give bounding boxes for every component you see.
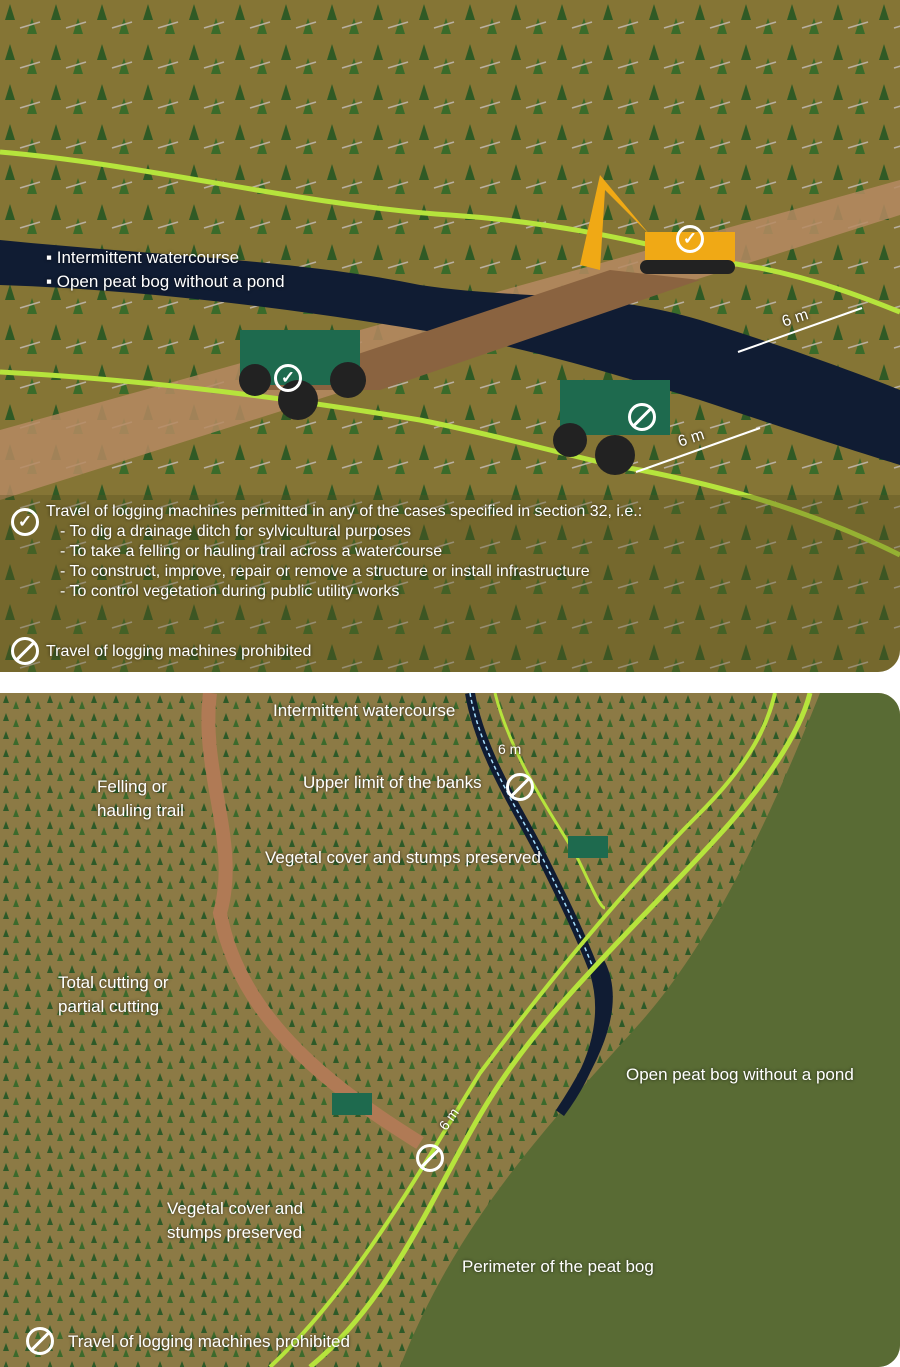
buffer-line (268, 693, 777, 1367)
permitted-case: - To take a felling or hauling trail acr… (60, 543, 443, 560)
label-cutting: partial cutting (58, 997, 160, 1016)
label-vegetal-cover: Vegetal cover and stumps preserved (265, 848, 541, 867)
forwarder (332, 836, 608, 1115)
watercourse (0, 240, 900, 465)
log-bridge (250, 270, 700, 390)
permitted-check-icon: ✓ (11, 508, 39, 536)
top-illustration-panel: ✓ ✓ ▪ Intermittent watercourse ▪ Open pe… (0, 0, 900, 672)
buffer-line-bottom (0, 369, 900, 558)
peat-bog (400, 693, 900, 1367)
label-vegetal-cover: Vegetal cover and (167, 1199, 304, 1218)
legend-item: ▪ Intermittent watercourse (46, 248, 240, 267)
measure-label: 6 m (498, 741, 522, 757)
label-banks: Upper limit of the banks (303, 773, 482, 792)
prohibited-icon (11, 637, 39, 665)
prohibited-icon (628, 403, 656, 431)
peat-bog-perimeter (308, 693, 813, 1367)
prohibited-legend: Travel of logging machines prohibited (68, 1332, 350, 1351)
legend-item: ▪ Open peat bog without a pond (46, 272, 285, 291)
bottom-map-panel: Intermittent watercourse 6 m Upper limit… (0, 693, 900, 1367)
permitted-case: - To construct, improve, repair or remov… (60, 563, 590, 580)
label-perimeter: Perimeter of the peat bog (462, 1257, 654, 1276)
permitted-check-icon: ✓ (274, 364, 302, 392)
watercourse-scene (0, 0, 900, 672)
label-watercourse: Intermittent watercourse (273, 701, 456, 720)
permitted-case: - To dig a drainage ditch for sylvicultu… (60, 523, 411, 540)
label-trail: Felling or (97, 777, 167, 796)
label-peat-bog: Open peat bog without a pond (626, 1065, 854, 1084)
prohibited-icon (26, 1327, 54, 1355)
prohibited-icon (506, 773, 534, 801)
measure-arrows (635, 307, 863, 473)
permitted-check-icon: ✓ (676, 225, 704, 253)
buffer-line-top (0, 149, 900, 315)
permitted-case: - To control vegetation during public ut… (60, 583, 400, 600)
prohibited-legend: Travel of logging machines prohibited (46, 643, 312, 660)
plan-view-scene (0, 693, 900, 1367)
forwarder-left (239, 330, 366, 420)
permitted-title: Travel of logging machines permitted in … (46, 503, 643, 520)
label-vegetal-cover: stumps preserved (167, 1223, 303, 1242)
label-cutting: Total cutting or (58, 973, 169, 992)
label-trail: hauling trail (97, 801, 184, 820)
prohibited-icon (416, 1144, 444, 1172)
